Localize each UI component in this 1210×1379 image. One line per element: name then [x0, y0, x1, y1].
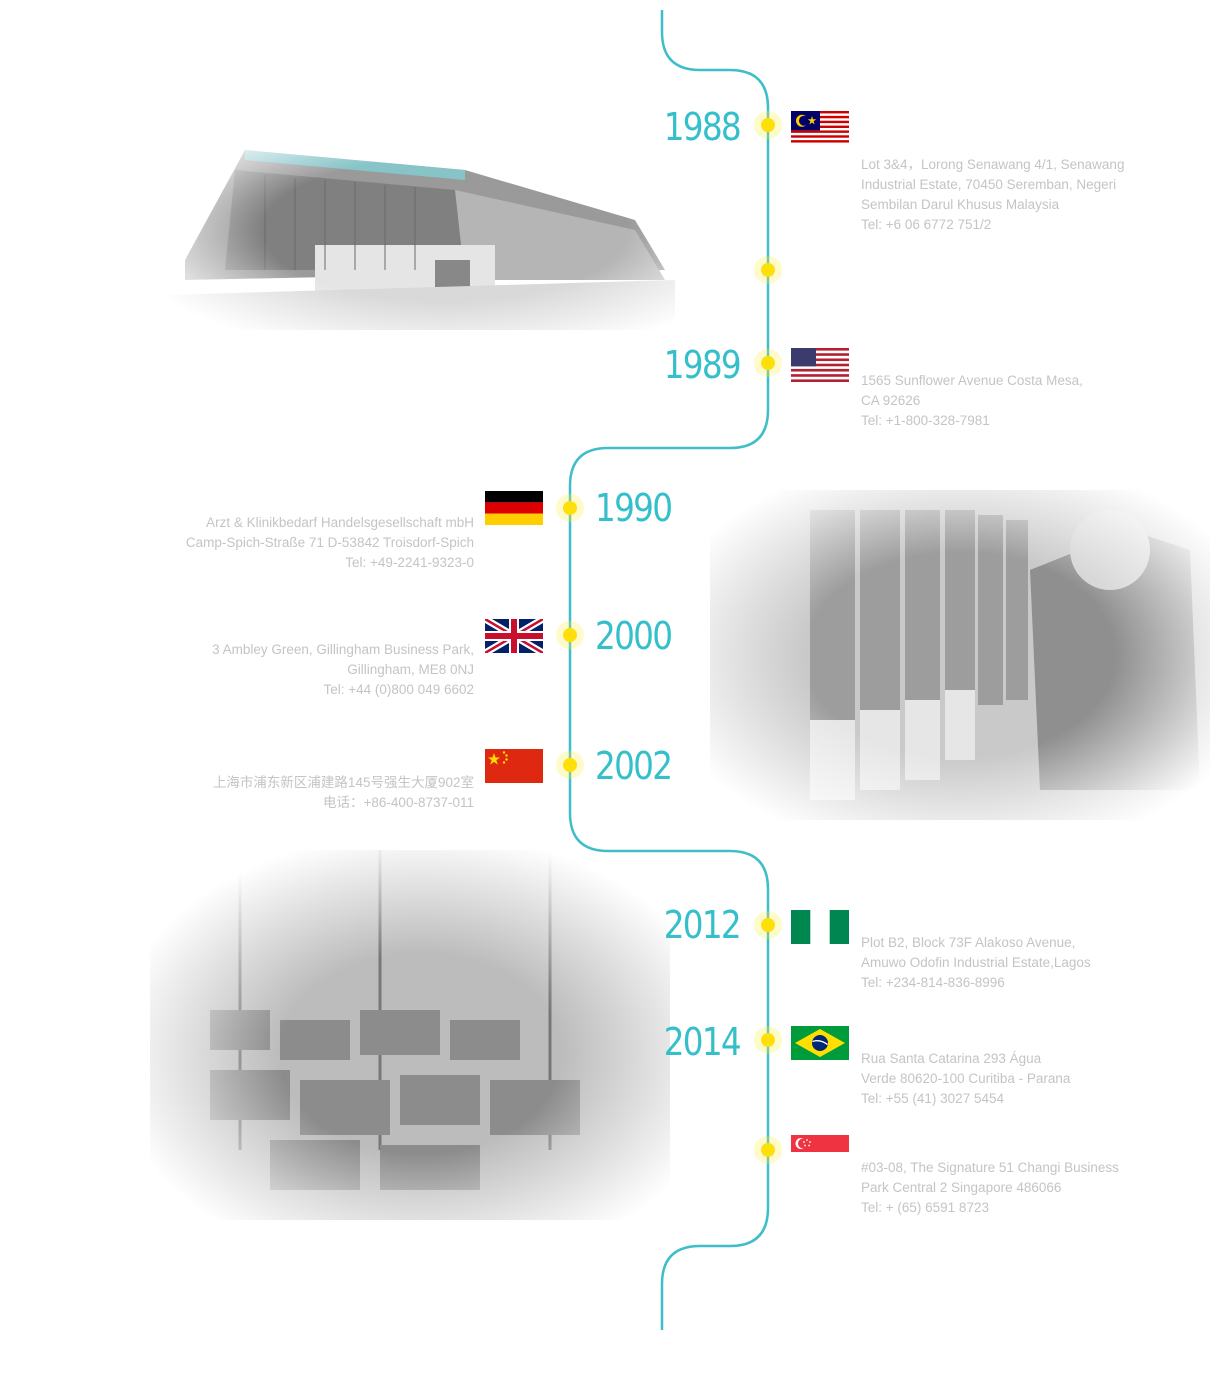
address-line: Verde 80620-100 Curitiba - Parana — [861, 1071, 1071, 1086]
usa-flag — [791, 348, 849, 382]
address-line: Arzt & Klinikbedarf Handelsgesellschaft … — [206, 515, 474, 530]
malaysia-flag — [791, 111, 849, 145]
milestone-year: 1989 — [663, 343, 742, 387]
brazil-flag — [791, 1026, 849, 1060]
timeline-dot — [754, 1026, 782, 1054]
factory-exterior-photo — [165, 130, 675, 330]
address-phone: Tel: + (65) 6591 8723 — [861, 1200, 989, 1215]
warehouse-photo — [150, 850, 670, 1220]
address-phone: Tel: +6 06 6772 751/2 — [861, 217, 992, 232]
timeline-dot — [754, 1136, 782, 1164]
milestone-year: 2000 — [595, 614, 673, 658]
address-block: 1565 Sunflower Avenue Costa Mesa, CA 926… — [861, 371, 1083, 431]
address-line: Gillingham, ME8 0NJ — [347, 662, 474, 677]
address-line: Plot B2, Block 73F Alakoso Avenue, — [861, 935, 1076, 950]
address-line: #03-08, The Signature 51 Changi Business — [861, 1160, 1119, 1175]
address-line: Rua Santa Catarina 293 Água — [861, 1051, 1042, 1066]
china-flag — [485, 749, 543, 783]
address-line: 上海市浦东新区浦建路145号强生大厦902室 — [212, 775, 474, 790]
address-line: Lot 3&4，Lorong Senawang 4/1, Senawang — [861, 157, 1125, 172]
address-block: 3 Ambley Green, Gillingham Business Park… — [212, 640, 474, 700]
address-phone: Tel: +55 (41) 3027 5454 — [861, 1091, 1004, 1106]
address-block: Rua Santa Catarina 293 Água Verde 80620-… — [861, 1049, 1070, 1109]
address-block: Arzt & Klinikbedarf Handelsgesellschaft … — [186, 513, 474, 573]
address-phone: Tel: +234-814-836-8996 — [861, 975, 1005, 990]
address-line: Sembilan Darul Khusus Malaysia — [861, 197, 1060, 212]
milestone-year: 2012 — [663, 903, 742, 947]
address-phone: Tel: +1-800-328-7981 — [861, 413, 990, 428]
address-line: Park Central 2 Singapore 486066 — [861, 1180, 1062, 1195]
timeline-dot — [754, 911, 782, 939]
address-line: 1565 Sunflower Avenue Costa Mesa, — [861, 373, 1083, 388]
germany-flag — [485, 491, 543, 525]
address-phone: 电话：+86-400-8737-011 — [323, 795, 474, 810]
uk-flag — [485, 619, 543, 653]
timeline-dot — [556, 494, 584, 522]
address-line: Amuwo Odofin Industrial Estate,Lagos — [861, 955, 1091, 970]
address-line: 3 Ambley Green, Gillingham Business Park… — [212, 642, 474, 657]
address-block: Lot 3&4，Lorong Senawang 4/1, Senawang In… — [861, 155, 1124, 235]
singapore-flag — [791, 1135, 849, 1169]
nigeria-flag — [791, 910, 849, 944]
timeline-dot — [556, 621, 584, 649]
address-phone: Tel: +49-2241-9323-0 — [345, 555, 474, 570]
address-line: Camp-Spich-Straße 71 D-53842 Troisdorf-S… — [185, 535, 474, 550]
milestone-year: 1990 — [595, 486, 673, 530]
address-line: CA 92626 — [861, 393, 921, 408]
address-block: 上海市浦东新区浦建路145号强生大厦902室 电话：+86-400-8737-0… — [213, 773, 474, 813]
timeline-dot — [754, 111, 782, 139]
address-block: Plot B2, Block 73F Alakoso Avenue, Amuwo… — [861, 933, 1091, 993]
milestone-year: 1988 — [663, 105, 742, 149]
timeline-dot — [754, 349, 782, 377]
milestone-year: 2002 — [595, 744, 673, 788]
timeline-dot — [754, 256, 782, 284]
address-phone: Tel: +44 (0)800 049 6602 — [323, 682, 475, 697]
address-line: Industrial Estate, 70450 Seremban, Neger… — [861, 177, 1117, 192]
glove-production-photo — [710, 490, 1210, 820]
milestone-year: 2014 — [663, 1020, 742, 1064]
address-block: #03-08, The Signature 51 Changi Business… — [861, 1158, 1119, 1218]
timeline-dot — [556, 751, 584, 779]
